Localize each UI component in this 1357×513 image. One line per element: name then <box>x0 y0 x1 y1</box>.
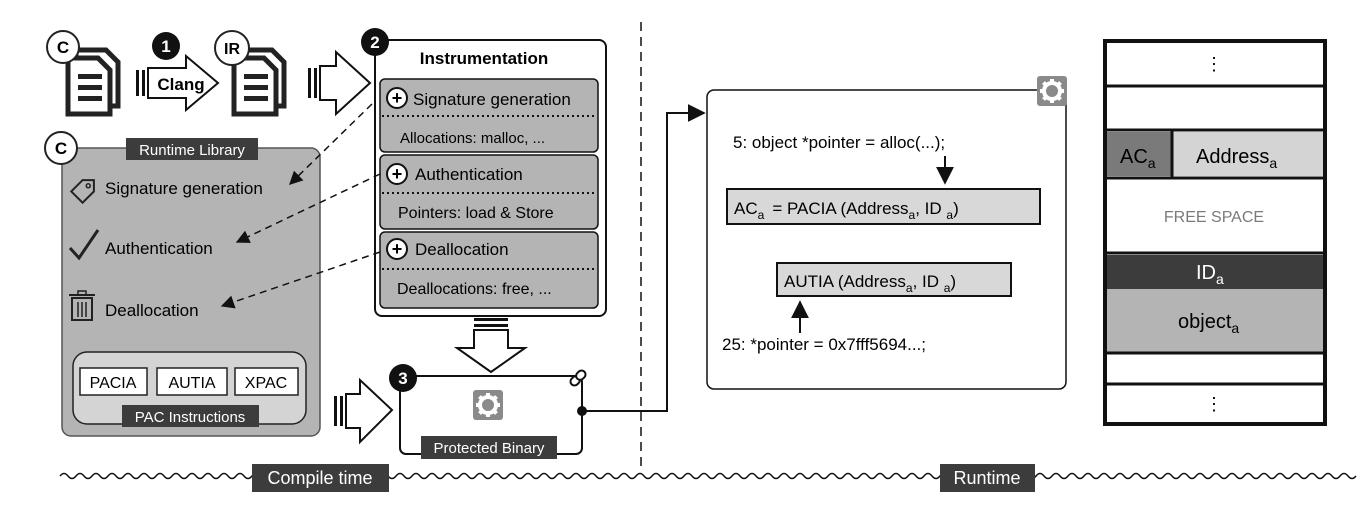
memory-free-space: FREE SPACE <box>1164 209 1264 226</box>
runtime-item-signature: Signature generation <box>105 179 263 198</box>
binary-to-runtime-connector <box>582 104 706 412</box>
step-2-badge <box>361 28 389 56</box>
memory-ac-label: ACa <box>1120 146 1156 171</box>
autia-label: AUTIA <box>168 375 215 392</box>
pacia-box <box>79 367 148 396</box>
autia-expression: AUTIA (Addressa, ID a) <box>784 272 956 295</box>
runtime-library-title-bg <box>126 138 258 160</box>
instrumentation-header-3: Deallocation <box>415 240 509 259</box>
code-line-store: 25: *pointer = 0x7fff5694...; <box>722 335 926 354</box>
runtime-label-bg <box>940 464 1035 492</box>
clang-arrow <box>136 53 220 113</box>
ir-badge <box>214 30 250 66</box>
step-1-label: 1 <box>161 37 170 56</box>
xpac-box <box>234 367 299 396</box>
clang-label: Clang <box>157 75 204 94</box>
step-2-label: 2 <box>370 33 379 52</box>
compile-time-label: Compile time <box>267 468 372 488</box>
c-source-file-icon <box>68 50 118 114</box>
plus-symbol: + <box>392 164 403 184</box>
autia-expression-box <box>776 262 1012 297</box>
plus-symbol: + <box>392 239 403 259</box>
ir-badge-label: IR <box>224 41 240 58</box>
xpac-label: XPAC <box>245 375 287 392</box>
runtime-label: Runtime <box>953 468 1020 488</box>
protected-binary-label-bg <box>421 436 557 459</box>
c-badge <box>46 30 80 64</box>
tag-icon <box>69 179 95 205</box>
memory-object-label: objecta <box>1178 311 1239 336</box>
runtime-c-badge <box>44 131 78 165</box>
pacia-expression: ACa= PACIA (Addressa, ID a) <box>734 199 959 222</box>
step-3-label: 3 <box>398 369 407 388</box>
to-binary-arrow <box>334 377 394 445</box>
runtime-library-title: Runtime Library <box>139 142 245 159</box>
pacia-expression-box <box>726 188 1041 225</box>
step-3-badge <box>389 364 417 392</box>
compile-time-label-bg <box>252 464 389 492</box>
instrumentation-header-2: Authentication <box>415 165 523 184</box>
trash-icon <box>69 290 95 321</box>
pac-instructions-label: PAC Instructions <box>135 409 246 426</box>
memory-object-cell <box>1107 289 1323 353</box>
pacia-label: PACIA <box>90 375 137 392</box>
memory-ac-cell <box>1107 132 1172 176</box>
to-instrumentation-arrow <box>308 49 372 117</box>
memory-id-cell <box>1107 255 1323 289</box>
instrumentation-header-1: Signature generation <box>413 90 571 109</box>
autia-box <box>156 367 228 396</box>
gear-icon <box>471 388 505 422</box>
memory-id-label: IDa <box>1196 262 1224 287</box>
memory-address-label: Addressa <box>1196 146 1277 171</box>
down-arrow <box>453 318 529 374</box>
plus-icon <box>386 87 408 109</box>
protected-binary-label: Protected Binary <box>434 440 545 457</box>
runtime-item-authentication: Authentication <box>105 239 213 258</box>
dashed-link-deallocation <box>220 251 381 309</box>
dashed-link-signature <box>289 103 373 185</box>
link-icon <box>569 369 587 387</box>
instrumentation-detail-1: Allocations: malloc, ... <box>400 130 545 147</box>
gear-icon <box>1035 74 1069 108</box>
instrumentation-detail-3: Deallocations: free, ... <box>397 281 552 298</box>
instrumentation-title: Instrumentation <box>420 49 548 68</box>
runtime-item-deallocation: Deallocation <box>105 301 199 320</box>
code-line-alloc: 5: object *pointer = alloc(...); <box>733 133 945 152</box>
runtime-c-badge-label: C <box>55 139 67 158</box>
memory-layout <box>1103 39 1327 426</box>
plus-icon <box>386 238 408 260</box>
memory-dots-bottom: ⋮ <box>1205 394 1223 414</box>
memory-address-cell <box>1172 132 1323 176</box>
plus-icon <box>386 163 408 185</box>
plus-symbol: + <box>392 88 403 108</box>
instrumentation-detail-2: Pointers: load & Store <box>398 205 554 222</box>
step-1-badge <box>152 32 180 60</box>
dashed-link-authentication <box>235 173 381 243</box>
c-badge-label: C <box>57 38 69 57</box>
pac-instructions-label-bg <box>122 405 259 427</box>
memory-dots-top: ⋮ <box>1205 54 1223 74</box>
checkmark-icon <box>68 229 100 261</box>
